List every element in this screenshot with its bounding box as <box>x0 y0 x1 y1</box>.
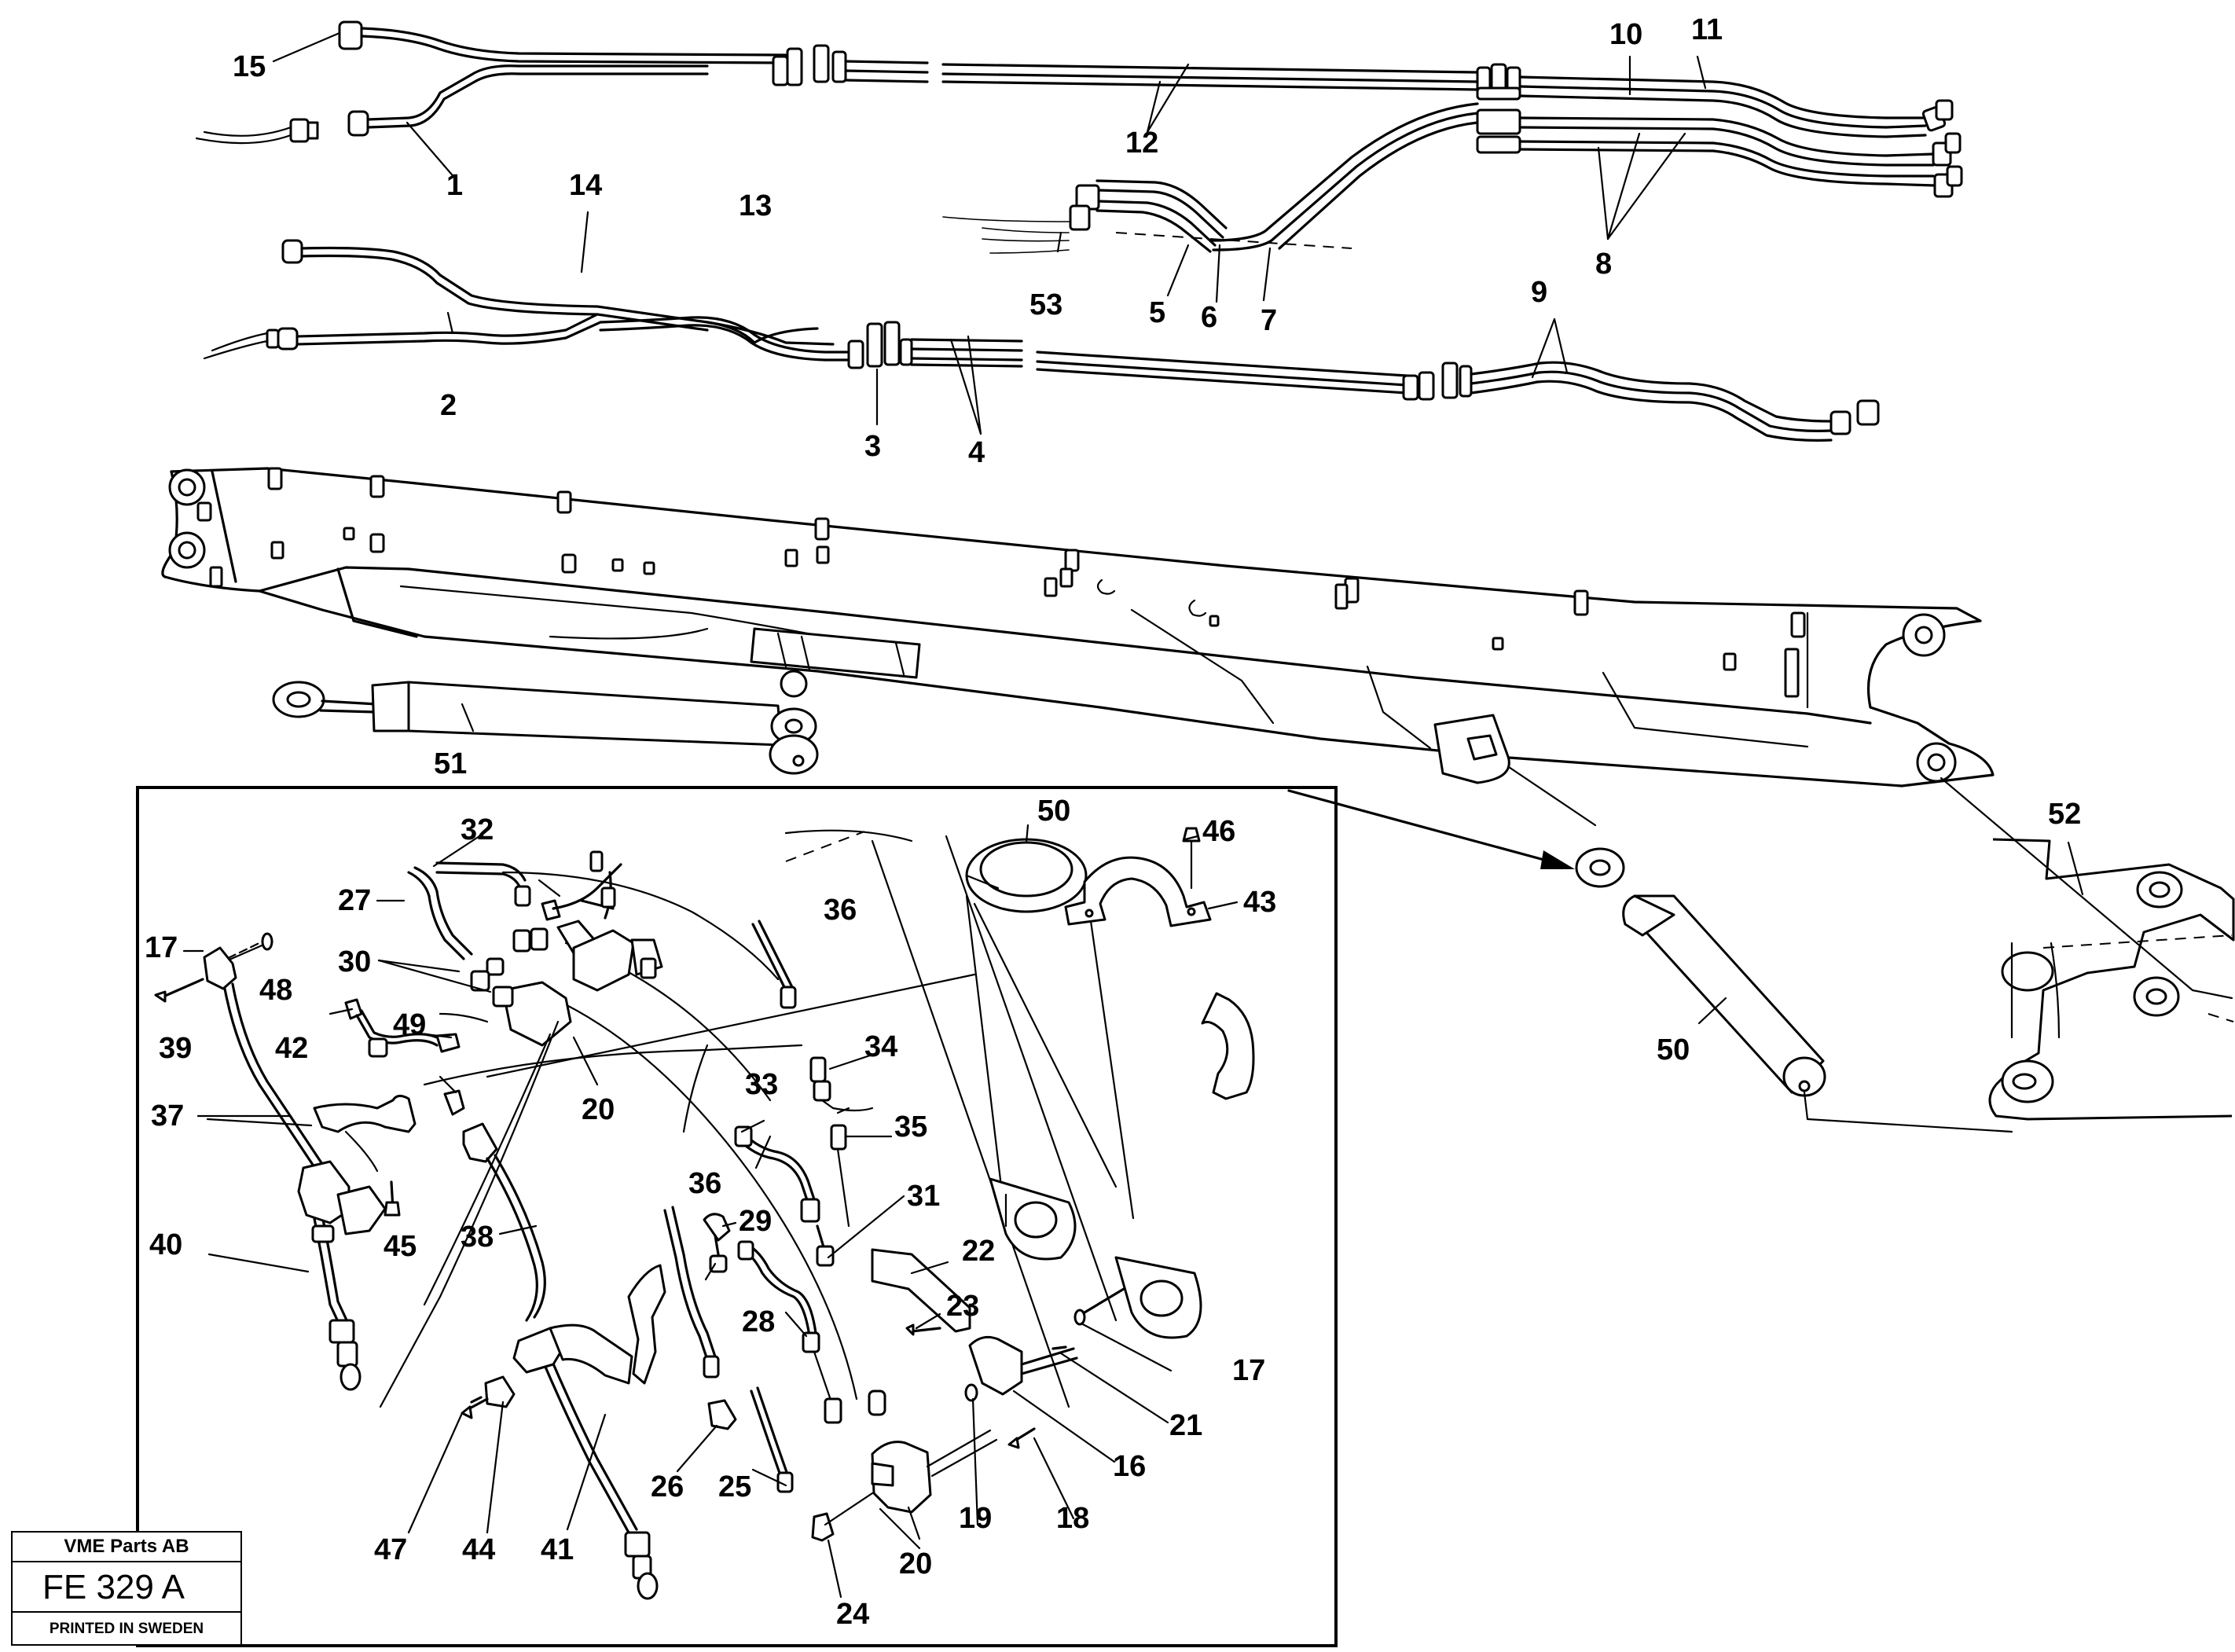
callout-51: 51 <box>434 747 467 780</box>
title-block-printed: PRINTED IN SWEDEN <box>49 1621 204 1637</box>
clamp-10 <box>1476 63 1521 154</box>
callout-16: 16 <box>1113 1450 1146 1483</box>
clamp-3 <box>847 321 913 369</box>
callout-36-lower: 36 <box>688 1167 721 1200</box>
callout-2: 2 <box>440 389 457 422</box>
callout-14: 14 <box>569 169 602 202</box>
callout-25: 25 <box>718 1470 751 1503</box>
callout-32: 32 <box>461 813 494 846</box>
callout-46: 46 <box>1202 815 1235 848</box>
callout-7: 7 <box>1261 304 1277 337</box>
callout-11: 11 <box>1691 13 1723 46</box>
callout-48: 48 <box>259 974 292 1007</box>
callout-43: 43 <box>1243 886 1276 919</box>
callout-21: 21 <box>1169 1409 1202 1442</box>
callout-20-upper: 20 <box>582 1093 615 1126</box>
callout-34: 34 <box>864 1030 897 1063</box>
callout-38: 38 <box>461 1221 494 1254</box>
callout-36-upper: 36 <box>824 894 857 927</box>
callout-52: 52 <box>2048 798 2081 831</box>
callout-labels: 15 1 13 12 10 11 8 14 53 5 6 7 9 2 3 4 5… <box>145 13 2081 1631</box>
callout-47: 47 <box>374 1533 407 1566</box>
callout-26: 26 <box>651 1470 684 1503</box>
cylinder-51 <box>272 681 819 775</box>
callout-41: 41 <box>541 1533 574 1566</box>
arrow-head <box>1540 850 1575 869</box>
detail-arrow <box>1287 789 1551 863</box>
title-block-drawing-code: FE 329 A <box>13 1562 240 1613</box>
callout-10: 10 <box>1609 18 1642 51</box>
callout-50-inset: 50 <box>1037 795 1070 828</box>
callout-27: 27 <box>338 884 371 917</box>
callout-30: 30 <box>338 945 371 978</box>
leader-lines <box>182 31 2084 1599</box>
callout-40: 40 <box>149 1228 182 1261</box>
callout-18: 18 <box>1056 1502 1089 1535</box>
clamp-13 <box>772 44 847 86</box>
callout-13: 13 <box>739 189 772 222</box>
callout-24: 24 <box>836 1598 869 1631</box>
title-block: VME Parts AB FE 329 A PRINTED IN SWEDEN <box>11 1531 242 1646</box>
callout-44: 44 <box>462 1533 495 1566</box>
callout-23: 23 <box>946 1290 979 1323</box>
callout-17-right: 17 <box>1232 1354 1265 1387</box>
callout-49: 49 <box>393 1008 426 1041</box>
callout-3: 3 <box>864 430 881 463</box>
callout-35: 35 <box>894 1111 927 1144</box>
callout-28: 28 <box>742 1305 775 1338</box>
callout-33: 33 <box>745 1068 778 1101</box>
arm-clips <box>196 467 1806 698</box>
callout-53: 53 <box>1029 288 1062 321</box>
callout-8: 8 <box>1595 248 1612 281</box>
clamp-9 <box>1402 362 1473 401</box>
dipper-arm <box>161 467 1995 787</box>
callout-9: 9 <box>1531 276 1547 309</box>
inset-detail <box>136 786 1338 1647</box>
callout-45: 45 <box>384 1230 417 1263</box>
callout-12: 12 <box>1125 127 1158 160</box>
callout-6: 6 <box>1201 301 1217 334</box>
callout-19: 19 <box>959 1502 992 1535</box>
callout-17-left: 17 <box>145 931 178 964</box>
callout-1: 1 <box>446 169 463 202</box>
callout-37: 37 <box>151 1099 184 1133</box>
callout-15: 15 <box>233 50 266 83</box>
callout-22: 22 <box>962 1235 995 1268</box>
callout-29: 29 <box>739 1205 772 1238</box>
callout-39: 39 <box>159 1032 192 1065</box>
callout-50-right: 50 <box>1657 1033 1690 1066</box>
callout-42: 42 <box>275 1032 308 1065</box>
callout-31: 31 <box>907 1180 940 1213</box>
cylinder-50-right <box>1433 714 2235 1133</box>
callout-5: 5 <box>1149 296 1165 329</box>
lower-tube-set <box>203 239 1880 442</box>
callout-20-lower: 20 <box>899 1547 932 1580</box>
callout-4: 4 <box>968 436 985 469</box>
upper-tube-set <box>195 20 1963 254</box>
title-block-company: VME Parts AB <box>13 1533 240 1562</box>
